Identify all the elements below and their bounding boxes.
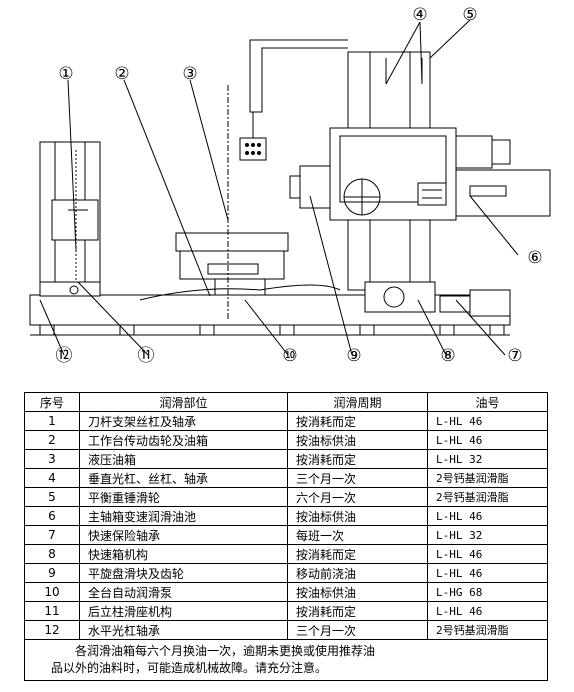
callout-5-label: ⑤ (462, 5, 477, 25)
row-oil: 2号钙基润滑脂 (427, 487, 548, 507)
machine-bed (29, 294, 511, 326)
table-row: 7 快速保险轴承 每班一次 L-HL 32 (24, 525, 548, 545)
row-no: 1 (24, 411, 80, 431)
row-no: 11 (24, 601, 80, 621)
row-oil: L-HL 46 (427, 601, 548, 621)
row-period: 每班一次 (287, 525, 428, 545)
row-period: 按消耗而定 (287, 449, 428, 469)
row-oil: L-HL 46 (427, 411, 548, 431)
row-oil: L-HL 46 (427, 430, 548, 450)
header-no: 序号 (24, 392, 80, 412)
row-oil: 2号钙基润滑脂 (427, 468, 548, 488)
row-part: 液压油箱 (79, 449, 288, 469)
row-no: 5 (24, 487, 80, 507)
table-row: 3 液压油箱 按消耗而定 L-HL 32 (24, 449, 548, 469)
callout-6-label: ⑥ (527, 248, 542, 268)
row-oil: L-HL 32 (427, 525, 548, 545)
machine-diagram: ① ② ③ ④ ⑤ ⑥ ⑦ ⑧ ⑨ ⑩ ⑪ ⑫ (29, 5, 551, 366)
row-period: 按油标供油 (287, 506, 428, 526)
row-part: 水平光杠轴承 (79, 620, 288, 640)
table-row: 4 垂直光杠、丝杠、轴承 三个月一次 2号钙基润滑脂 (24, 468, 548, 488)
callout-10-label: ⑩ (282, 346, 297, 366)
row-no: 8 (24, 544, 80, 564)
row-no: 9 (24, 563, 80, 583)
table-row: 2 工作台传动齿轮及油箱 按油标供油 L-HL 46 (24, 430, 548, 450)
row-oil: L-HL 46 (427, 506, 548, 526)
row-no: 4 (24, 468, 80, 488)
row-period: 按油标供油 (287, 582, 428, 602)
table-row: 12 水平光杠轴承 三个月一次 2号钙基润滑脂 (24, 620, 548, 640)
table-row: 1 刀杆支架丝杠及轴承 按消耗而定 L-HL 46 (24, 411, 548, 431)
row-no: 3 (24, 449, 80, 469)
note-line-2: 品以外的油料时，可能造成机械故障。请充分注意。 (51, 661, 328, 675)
row-period: 按消耗而定 (287, 601, 428, 621)
quick-box (364, 281, 436, 313)
row-part: 平旋盘滑块及齿轮 (79, 563, 288, 583)
row-part: 刀杆支架丝杠及轴承 (79, 411, 288, 431)
header-part: 润滑部位 (79, 392, 288, 412)
lubrication-table: 序号 润滑部位 润滑周期 油号 1 刀杆支架丝杠及轴承 按消耗而定 L-HL 4… (24, 392, 548, 681)
callout-11-label: ⑪ (138, 346, 155, 366)
row-part: 垂直光杠、丝杠、轴承 (79, 468, 288, 488)
row-no: 10 (24, 582, 80, 602)
table-row: 10 全台自动润滑泵 按油标供油 L-HG 68 (24, 582, 548, 602)
row-no: 12 (24, 620, 80, 640)
row-period: 按消耗而定 (287, 544, 428, 564)
row-no: 6 (24, 506, 80, 526)
row-oil: 2号钙基润滑脂 (427, 620, 548, 640)
table-header-row: 序号 润滑部位 润滑周期 油号 (24, 392, 548, 412)
row-oil: L-HL 46 (427, 563, 548, 583)
row-no: 7 (24, 525, 80, 545)
callout-9-label: ⑨ (346, 346, 361, 366)
note-line-1: 各润滑油箱每六个月换油一次，逾期未更换或使用推荐油 (75, 644, 376, 658)
row-part: 主轴箱变速润滑油池 (79, 506, 288, 526)
row-oil: L-HL 46 (427, 544, 548, 564)
row-part: 后立柱滑座机构 (79, 601, 288, 621)
row-period: 六个月一次 (287, 487, 428, 507)
row-oil: L-HG 68 (427, 582, 548, 602)
callout-1-label: ① (58, 64, 73, 84)
row-part: 快速箱机构 (79, 544, 288, 564)
row-period: 三个月一次 (287, 468, 428, 488)
table-note-row: 各润滑油箱每六个月换油一次，逾期未更换或使用推荐油 品以外的油料时，可能造成机械… (24, 639, 548, 681)
header-oil: 油号 (427, 392, 548, 412)
table-row: 9 平旋盘滑块及齿轮 移动前浇油 L-HL 46 (24, 563, 548, 583)
callout-8-label: ⑧ (440, 346, 455, 366)
callout-2-label: ② (114, 64, 129, 84)
row-period: 三个月一次 (287, 620, 428, 640)
table-row: 5 平衡重锤滑轮 六个月一次 2号钙基润滑脂 (24, 487, 548, 507)
row-period: 按消耗而定 (287, 411, 428, 431)
row-no: 2 (24, 430, 80, 450)
row-oil: L-HL 32 (427, 449, 548, 469)
row-part: 全台自动润滑泵 (79, 582, 288, 602)
table-row: 11 后立柱滑座机构 按消耗而定 L-HL 46 (24, 601, 548, 621)
header-period: 润滑周期 (287, 392, 428, 412)
row-part: 平衡重锤滑轮 (79, 487, 288, 507)
callout-4-label: ④ (412, 5, 427, 25)
pendant-control (239, 137, 267, 161)
table-note: 各润滑油箱每六个月换油一次，逾期未更换或使用推荐油 品以外的油料时，可能造成机械… (24, 639, 548, 681)
row-part: 工作台传动齿轮及油箱 (79, 430, 288, 450)
row-period: 移动前浇油 (287, 563, 428, 583)
table-row: 6 主轴箱变速润滑油池 按油标供油 L-HL 46 (24, 506, 548, 526)
callout-1 (67, 79, 77, 251)
row-period: 按油标供油 (287, 430, 428, 450)
callout-12-label: ⑫ (56, 346, 73, 366)
row-part: 快速保险轴承 (79, 525, 288, 545)
table-row: 8 快速箱机构 按消耗而定 L-HL 46 (24, 544, 548, 564)
callout-3-label: ③ (182, 64, 197, 84)
callout-7-label: ⑦ (507, 346, 522, 366)
worktable (175, 232, 289, 252)
